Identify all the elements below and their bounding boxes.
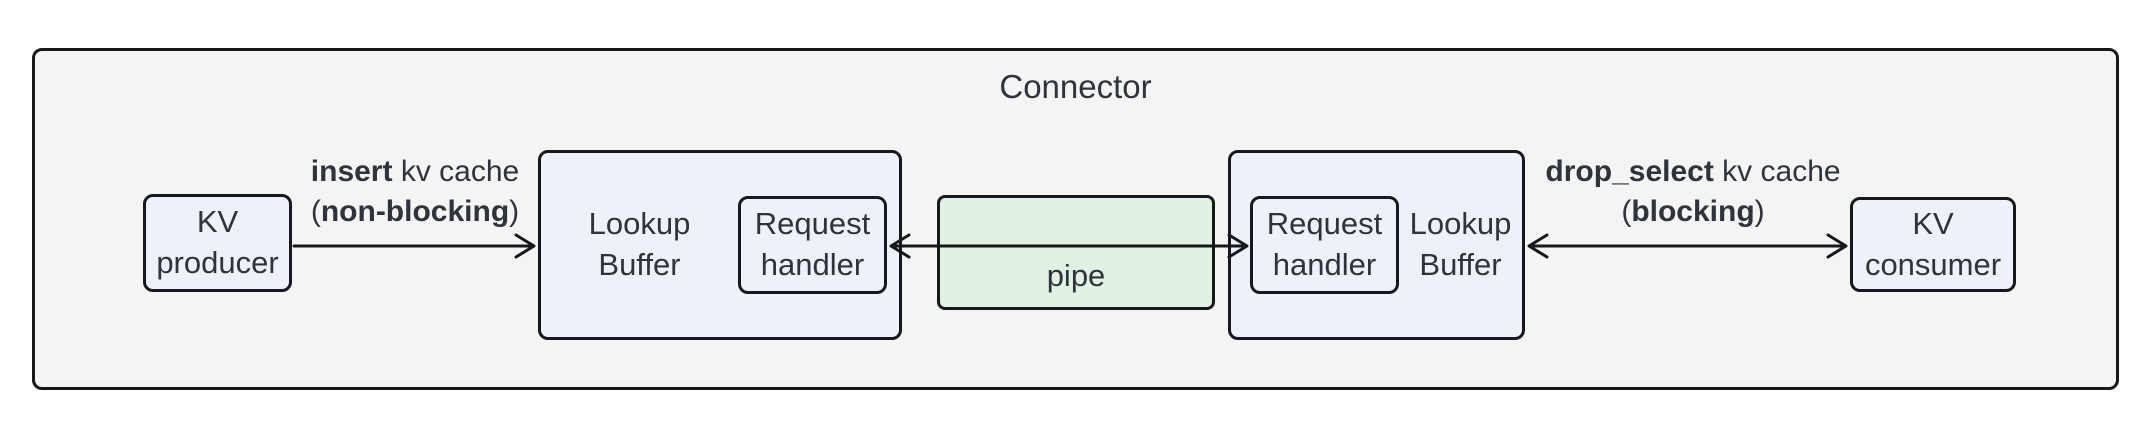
edge-label-insert-line1: insert kv cache	[310, 155, 520, 188]
node-kv-producer: KV producer	[143, 194, 292, 292]
edge-label-insert-line2: (non-blocking)	[310, 195, 520, 228]
pipe-label: pipe	[1046, 258, 1106, 294]
lookup-buffer-right-label: Lookup Buffer	[1409, 206, 1512, 282]
lookup-buffer-left-label: Lookup Buffer	[588, 206, 691, 282]
edge-label-insert: insert kv cache (non-blocking)	[311, 152, 519, 232]
request-handler-right-label: Request handler	[1266, 206, 1383, 282]
diagram-title: Connector	[999, 68, 1152, 105]
node-kv-consumer: KV consumer	[1850, 197, 2016, 292]
kv-producer-label: KV producer	[156, 204, 279, 280]
node-pipe: pipe	[937, 195, 1215, 310]
edge-label-drop-select: drop_select kv cache (blocking)	[1545, 152, 1840, 232]
kv-consumer-label: KV consumer	[1864, 205, 2002, 282]
node-lookup-buffer-right: Request handler Lookup Buffer	[1228, 150, 1525, 340]
node-request-handler-right: Request handler	[1250, 196, 1399, 294]
request-handler-left-label: Request handler	[754, 206, 871, 282]
node-request-handler-left: Request handler	[738, 196, 887, 294]
edge-label-drop-select-line1: drop_select kv cache	[1545, 155, 1841, 188]
node-lookup-buffer-left: Lookup Buffer Request handler	[538, 150, 902, 340]
edge-label-drop-select-line2: (blocking)	[1621, 195, 1765, 228]
